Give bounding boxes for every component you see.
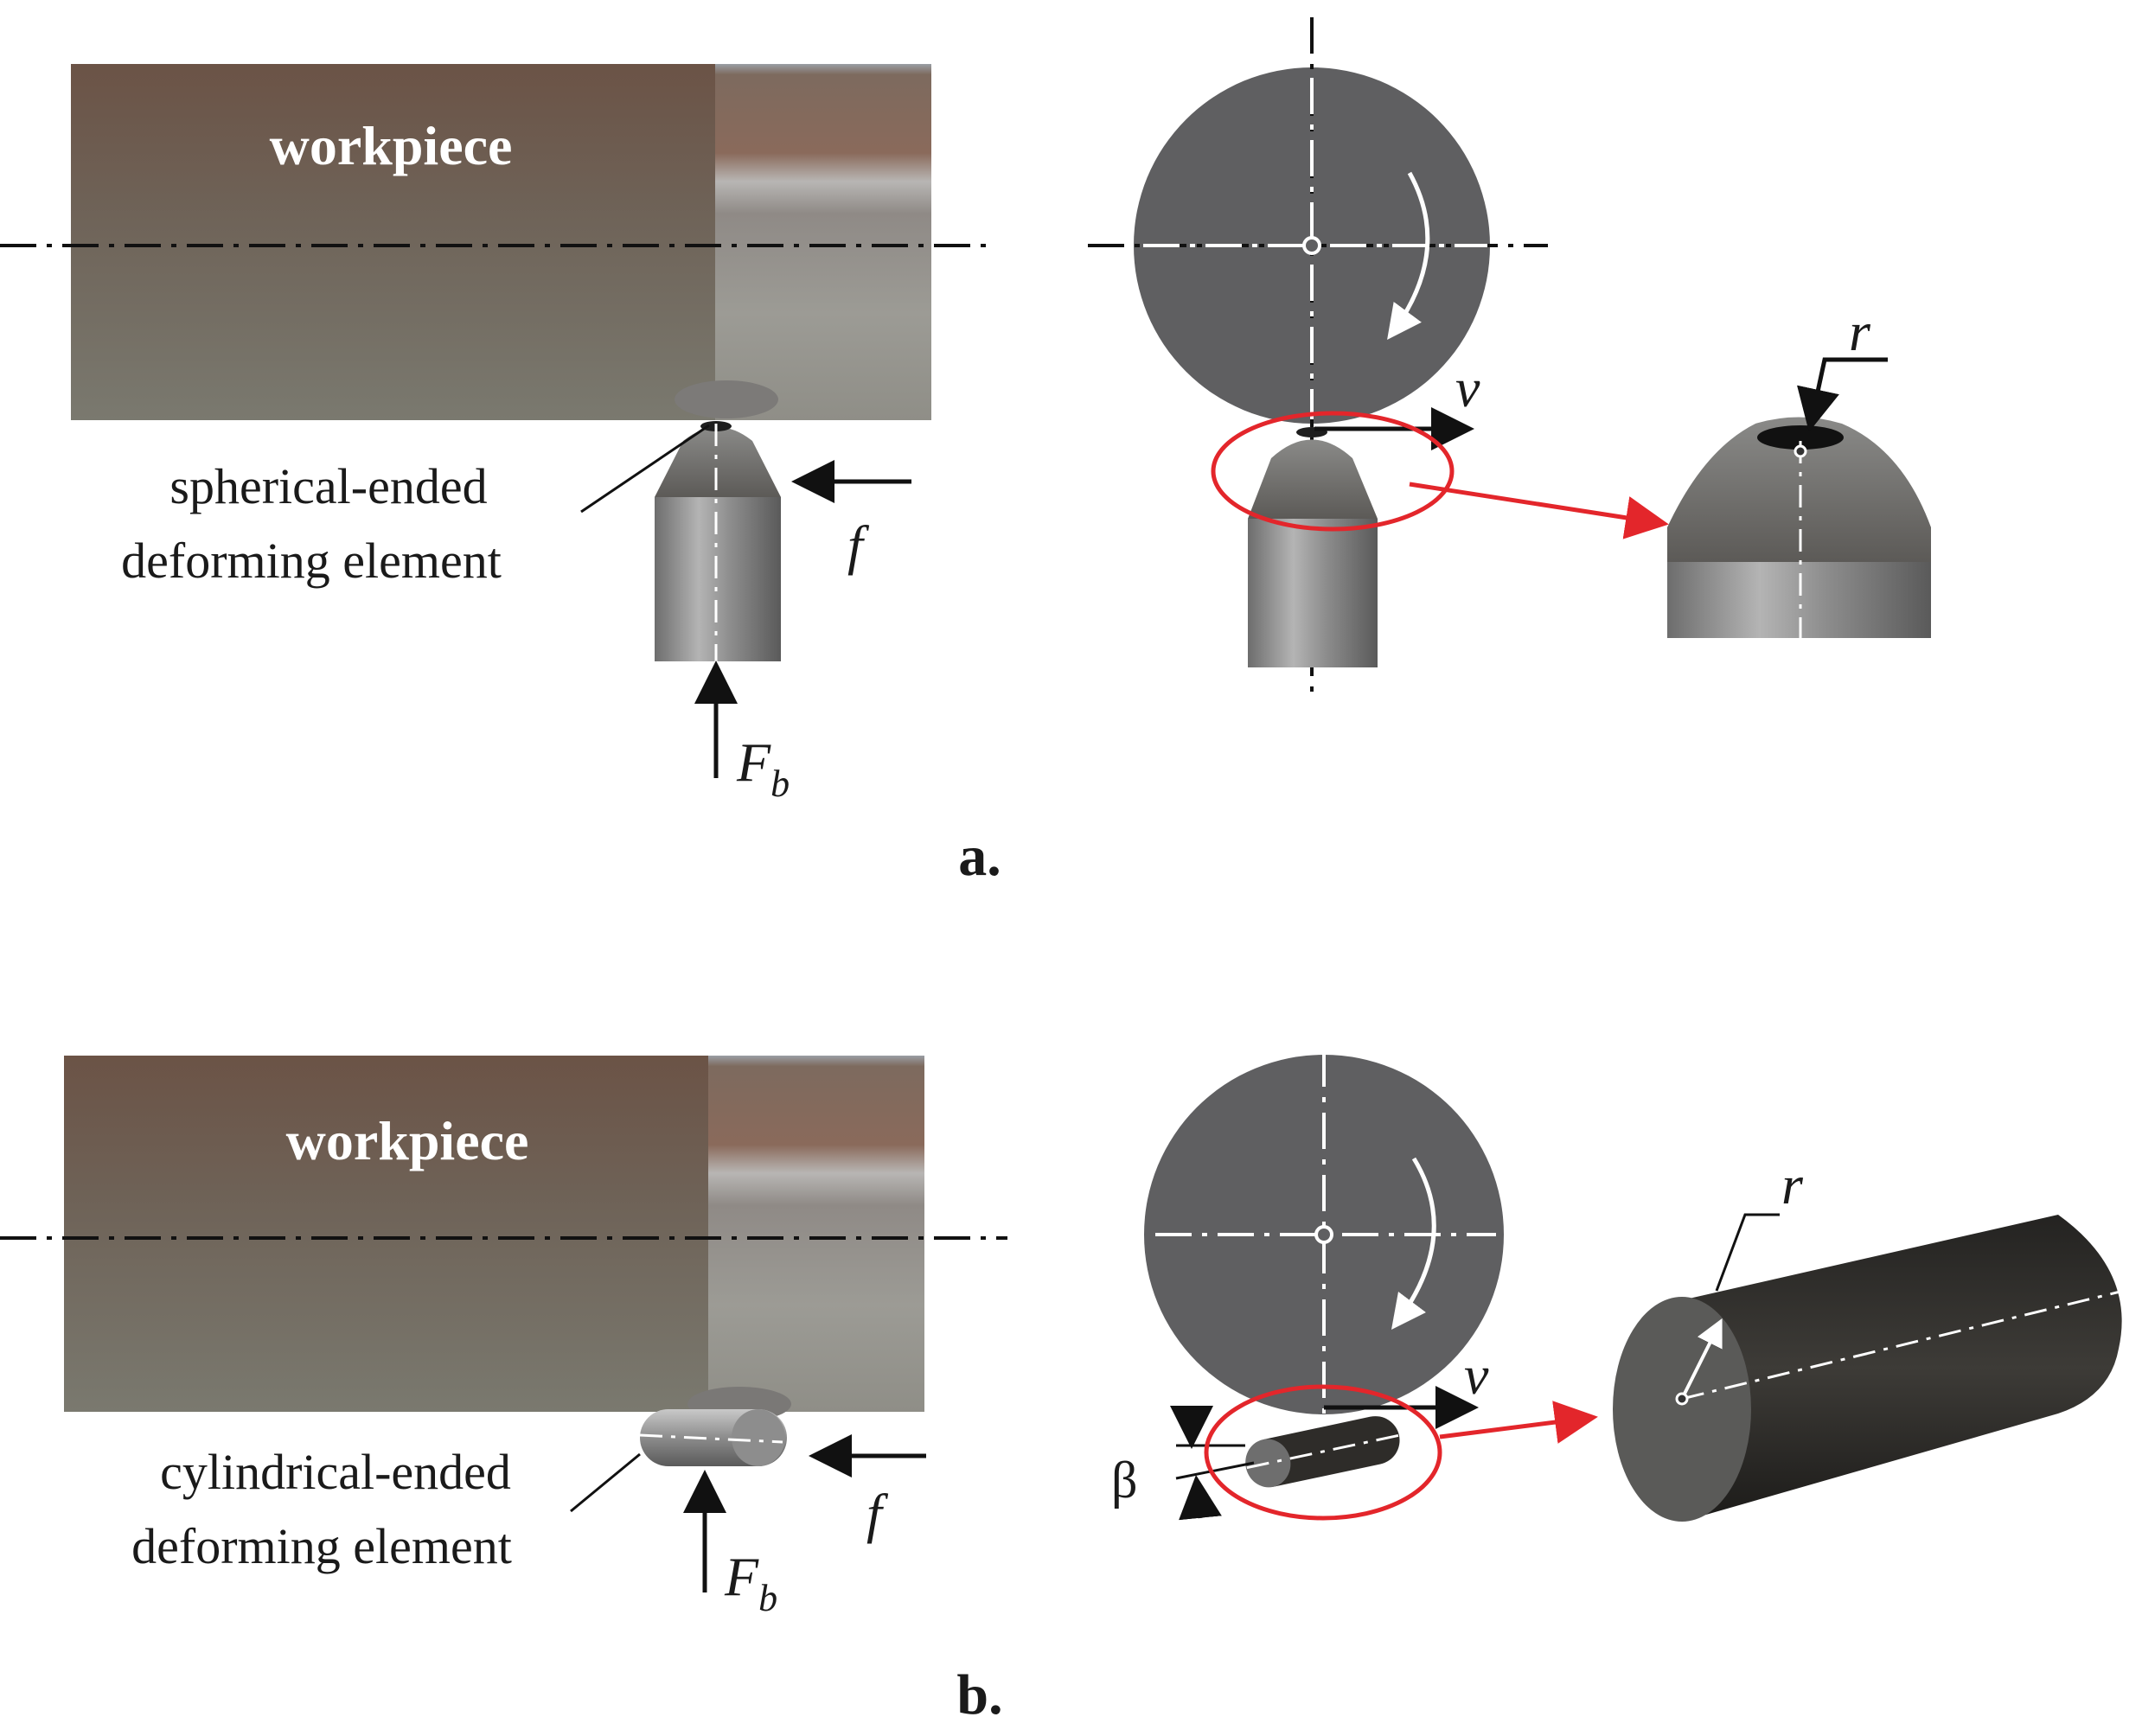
panel-label-b: b. <box>956 1663 1002 1726</box>
leader-line-a <box>580 424 710 514</box>
workpiece-front-view-b <box>1144 1050 1504 1422</box>
cylindrical-tool-front-b <box>1245 1416 1416 1488</box>
spherical-tool-a <box>655 380 781 666</box>
leader-line-b <box>570 1452 641 1513</box>
rotation-arrow-a <box>1387 171 1430 341</box>
panel-b: workpiece cylindrical-ended deforming el… <box>0 1050 2128 1726</box>
beta-angle-indicator <box>1170 1406 1255 1521</box>
radius-leader-a <box>1797 357 1888 432</box>
spherical-tool-front-a <box>1248 427 1378 667</box>
panel-a: workpiece spherical-ended deforming elem… <box>0 17 1931 888</box>
element-label-line2-a: deforming element <box>121 533 502 589</box>
disc-center-a <box>1302 236 1321 255</box>
workpiece-label-a: workpiece <box>270 115 513 176</box>
panel-label-a: a. <box>958 825 1001 888</box>
disc-center-b <box>1314 1225 1333 1244</box>
radius-label-b: r <box>1781 1154 1804 1216</box>
feed-label-a: f <box>847 514 870 576</box>
force-label-a: Fb <box>736 731 790 805</box>
radius-leader-b <box>1715 1213 1780 1292</box>
velocity-label-b: v <box>1464 1344 1489 1406</box>
zoomed-spherical-tip-a <box>1667 417 1931 638</box>
radius-label-a: r <box>1849 301 1871 362</box>
element-label-line2-b: deforming element <box>131 1518 512 1574</box>
workpiece-side-view-b: workpiece <box>0 1056 1007 1412</box>
workpiece-label-b: workpiece <box>286 1110 529 1171</box>
highlight-ellipse-b <box>1204 1384 1442 1521</box>
force-label-b: Fb <box>724 1546 777 1619</box>
zoom-arrow-a <box>1409 482 1669 539</box>
angle-label-b: β <box>1111 1452 1138 1509</box>
element-label-line1-b: cylindrical-ended <box>160 1444 511 1500</box>
highlight-ellipse-a <box>1211 411 1455 532</box>
zoom-arrow-b <box>1439 1401 1598 1444</box>
cylindrical-tool-b <box>639 1387 791 1466</box>
zoomed-cylinder-b <box>1613 1215 2128 1522</box>
feed-label-b: f <box>866 1483 889 1544</box>
velocity-label-a: v <box>1455 357 1480 418</box>
workpiece-side-view-a: workpiece <box>0 64 994 420</box>
workpiece-front-view-a <box>1088 17 1548 696</box>
rotation-arrow-b <box>1391 1157 1436 1331</box>
element-label-line1-a: spherical-ended <box>169 458 487 514</box>
